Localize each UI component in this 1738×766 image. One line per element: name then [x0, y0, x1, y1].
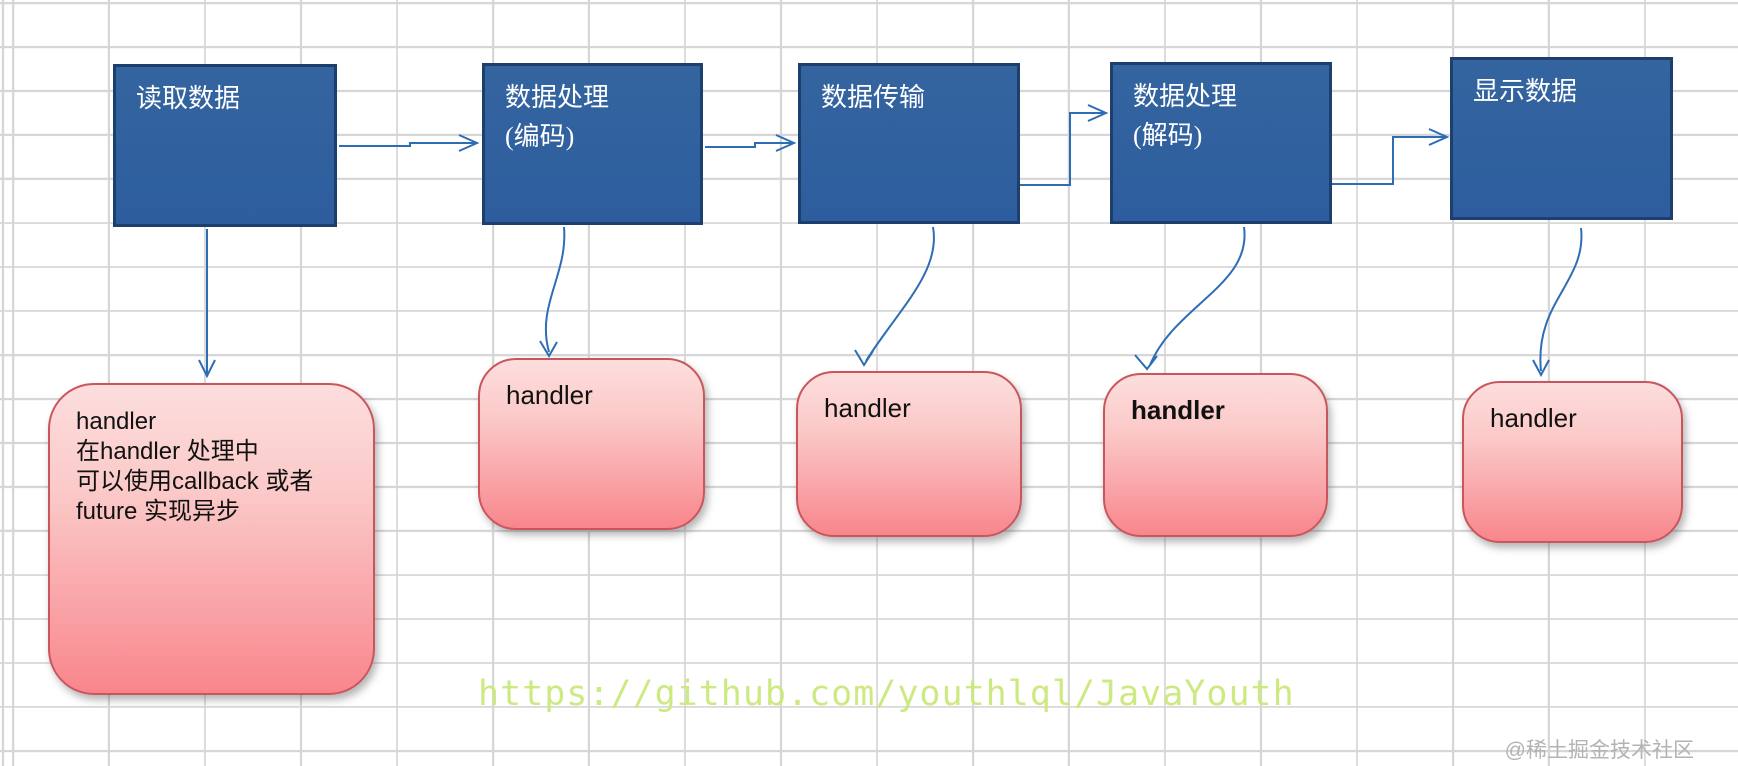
node-label: 显示数据 [1473, 77, 1578, 106]
handler-label: handler [1131, 395, 1225, 425]
arrowhead-icon [854, 349, 874, 367]
arrowhead-icon [198, 359, 216, 379]
handler-note-line: handler [76, 408, 157, 435]
community-watermark: @稀土掘金技术社区 [1504, 739, 1694, 762]
arrowhead-icon [1532, 359, 1550, 378]
arrow-transfer-to-decode [1020, 112, 1104, 186]
node-label: 读取数据 [136, 84, 241, 113]
handler-label: handler [824, 393, 911, 423]
node-handler-note: handler 在handler 处理中 可以使用callback 或者 fut… [48, 383, 375, 695]
arrowhead-icon [1087, 104, 1109, 122]
node-transfer-data: 数据传输 [798, 63, 1020, 224]
watermark-url: https://github.com/youthlql/JavaYouth [478, 674, 1295, 714]
handler-label: handler [506, 380, 593, 410]
arrowhead-icon [1134, 354, 1158, 371]
arrowhead-icon [539, 340, 558, 358]
arrow-encode-to-transfer [705, 142, 792, 148]
arrow-decode-to-display [1332, 136, 1445, 185]
handler-note-line: 可以使用callback 或者 [76, 468, 314, 495]
handler-note-line: 在handler 处理中 [76, 438, 259, 465]
node-handler-2: handler [478, 358, 705, 530]
arrowhead-icon [458, 134, 480, 152]
arrow-display-to-handler [1539, 227, 1583, 372]
node-display-data: 显示数据 [1450, 57, 1673, 220]
arrowhead-icon [1428, 128, 1450, 146]
arrow-transfer-to-handler [865, 226, 935, 362]
arrow-read-to-encode [339, 142, 475, 147]
node-handler-5: handler [1462, 381, 1683, 543]
node-label: 数据传输 [821, 83, 926, 112]
arrow-encode-to-handler [544, 226, 566, 353]
arrowhead-icon [775, 134, 797, 152]
node-label: 数据处理 [1133, 82, 1238, 111]
node-label: 数据处理 [505, 83, 610, 112]
node-read-data: 读取数据 [113, 64, 337, 227]
node-label: (解码) [1133, 121, 1203, 150]
handler-label: handler [1490, 403, 1577, 433]
handler-note-line: future 实现异步 [76, 498, 241, 525]
node-process-decode: 数据处理 (解码) [1110, 62, 1332, 224]
node-handler-3: handler [796, 371, 1022, 537]
node-label: (编码) [505, 122, 575, 151]
node-process-encode: 数据处理 (编码) [482, 63, 703, 225]
arrow-decode-to-handler [1149, 226, 1246, 366]
node-handler-4: handler [1103, 373, 1328, 537]
